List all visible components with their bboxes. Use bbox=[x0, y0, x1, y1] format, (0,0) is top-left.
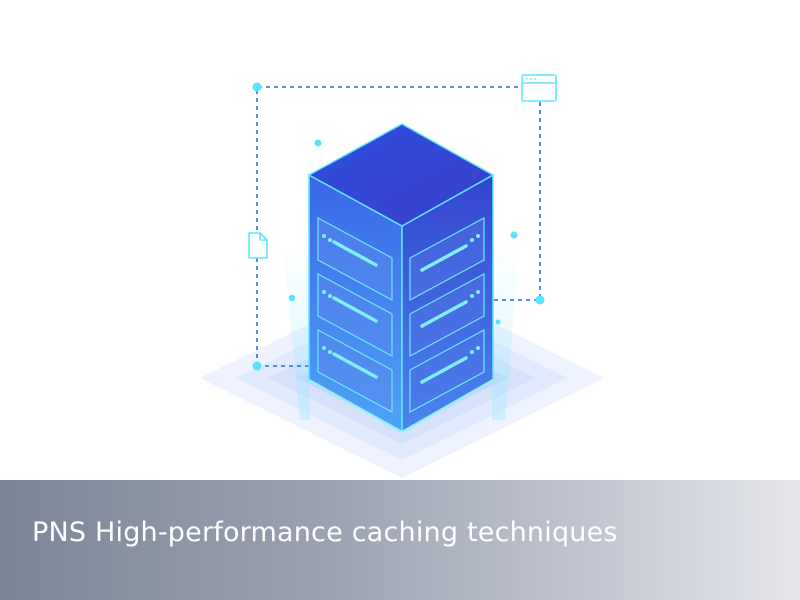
drive-bay bbox=[317, 216, 393, 302]
server-illustration bbox=[200, 74, 604, 478]
caption-title: PNS High-performance caching techniques bbox=[32, 517, 618, 548]
connection-dots bbox=[252, 82, 545, 371]
browser-window-icon bbox=[521, 74, 557, 102]
drive-bay bbox=[409, 272, 485, 358]
connection-lines bbox=[256, 86, 541, 367]
server-tower bbox=[307, 123, 495, 434]
right-drive-bays bbox=[409, 216, 485, 414]
drive-bay bbox=[317, 328, 393, 414]
light-beams bbox=[282, 240, 520, 420]
drive-bay bbox=[409, 328, 485, 414]
drive-bay bbox=[409, 216, 485, 302]
drive-bay bbox=[317, 272, 393, 358]
left-drive-bays bbox=[317, 216, 393, 414]
document-icon bbox=[248, 232, 268, 259]
caption-bar: PNS High-performance caching techniques bbox=[0, 480, 800, 600]
